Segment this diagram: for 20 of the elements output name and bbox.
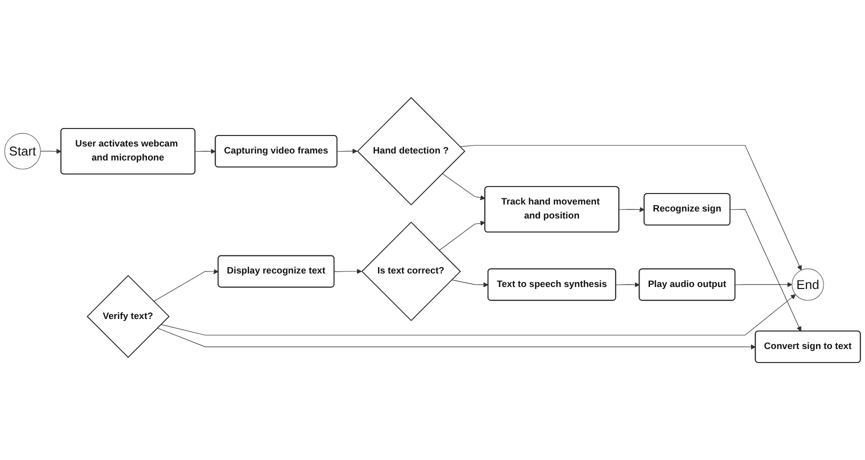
node-diamond: Hand detection ?: [356, 96, 466, 206]
arrow: [40, 148, 62, 154]
node-circle: Start: [4, 132, 41, 170]
arrow: [160, 294, 796, 336]
node-diamond: Is text correct?: [361, 222, 461, 322]
arrow: [153, 268, 219, 302]
arrow: [334, 268, 362, 274]
arrow: [442, 173, 486, 200]
node-circle: End: [792, 268, 824, 301]
arrow: [156, 328, 756, 350]
arrow: [618, 206, 645, 212]
arrow: [336, 148, 358, 154]
arrow: [451, 279, 488, 288]
arrow: [734, 282, 792, 288]
node-diamond: Verify text?: [86, 274, 170, 358]
arrow: [438, 220, 486, 251]
arrow: [616, 282, 640, 288]
arrow: [730, 208, 802, 332]
arrow: [460, 145, 802, 270]
arrow: [194, 148, 216, 154]
